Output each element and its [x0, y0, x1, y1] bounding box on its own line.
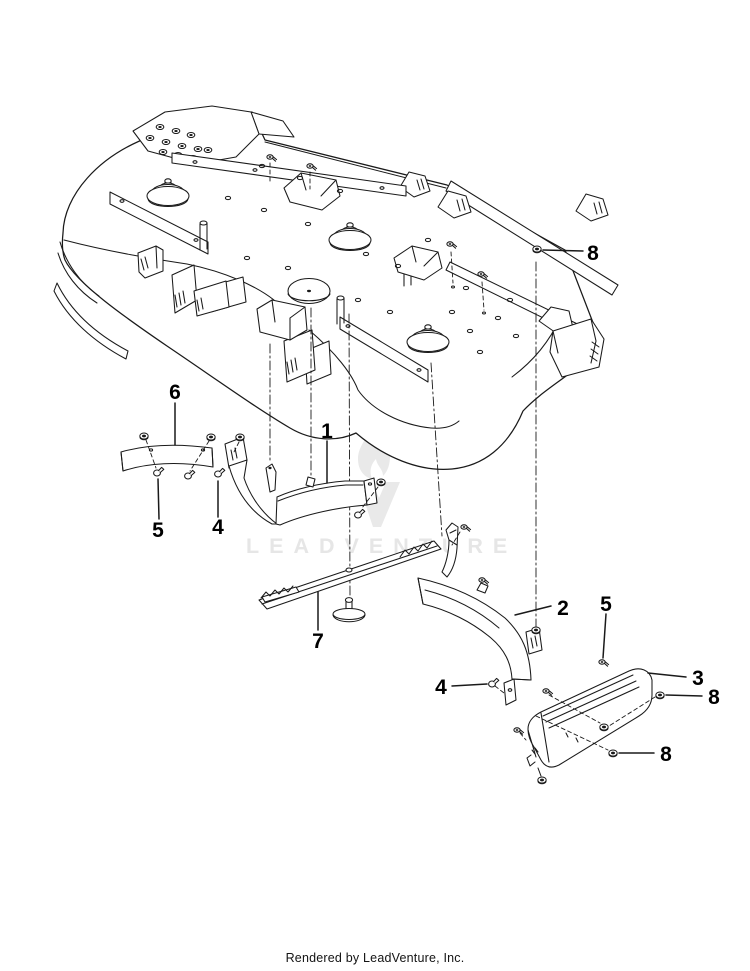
left-skirt-arc [59, 241, 100, 297]
deck-skirt-curve-left [63, 239, 275, 301]
spindle-pulley-right [406, 324, 450, 354]
exploded-parts [120, 432, 665, 785]
callout-4-bottom: 4 [435, 676, 488, 699]
deck-fasteners [266, 154, 542, 315]
hanger-bracket-icon [575, 193, 609, 222]
spindle-pulley-left [146, 178, 190, 208]
deck-hex-plate [132, 105, 295, 165]
carriage-bolt-icon [488, 677, 500, 688]
hex-plate-holes [145, 123, 213, 162]
callout-8-deck: 8 [542, 242, 599, 265]
spindle-pulley-center [328, 222, 372, 252]
flange-nut-icon [599, 723, 609, 732]
deck-holes [224, 163, 520, 355]
part-baffle-discharge [417, 522, 543, 706]
callout-7: 7 [312, 591, 324, 653]
flange-nut-icon [139, 432, 149, 441]
callout-label: 6 [169, 381, 181, 404]
callout-label: 4 [212, 516, 224, 539]
watermark-text: LEADVENTURE [246, 534, 517, 558]
discharge-chute [538, 306, 605, 378]
callout-label: 8 [587, 242, 599, 265]
mower-deck-assembly [53, 105, 619, 471]
flange-nut-icon [532, 245, 542, 254]
part-mower-blade [258, 540, 442, 623]
flange-nut-icon [608, 749, 618, 758]
flange-nut-icon [531, 626, 541, 635]
callout-1: 1 [321, 420, 333, 484]
callout-label: 5 [152, 519, 164, 542]
part-baffle-front [214, 433, 386, 526]
baffle-hook-bracket [441, 522, 472, 578]
carriage-bolt-icon [354, 508, 366, 519]
deck-bracket-right [393, 245, 443, 281]
callouts: 8 6 1 5 4 7 2 [152, 242, 720, 766]
callout-3: 3 [647, 667, 704, 690]
hanger-bracket-icon [399, 171, 431, 198]
carriage-bolt-icon [153, 466, 165, 477]
front-mount-box [256, 299, 308, 341]
footer-credit: Rendered by LeadVenture, Inc. [285, 951, 465, 965]
carriage-bolt-icon [214, 467, 226, 478]
blade-bolt [332, 597, 366, 623]
callout-label: 7 [312, 630, 324, 653]
callout-label: 8 [708, 686, 720, 709]
front-skirt-plates [137, 245, 332, 385]
idler-bracket [283, 172, 341, 211]
flange-nut-icon [655, 691, 665, 700]
left-skirt-arc2 [57, 252, 98, 304]
callout-label: 2 [557, 597, 569, 620]
flange-nut-icon [537, 776, 547, 785]
callout-4-left: 4 [212, 480, 224, 539]
rear-hanger-bar [399, 171, 619, 296]
callout-8-right: 8 [665, 686, 720, 709]
callout-5-right: 5 [600, 593, 612, 659]
callout-label: 1 [321, 420, 333, 443]
callout-8-bottom: 8 [618, 743, 672, 766]
callout-label: 5 [600, 593, 612, 616]
deck-cover-disc [287, 277, 331, 305]
callout-label: 8 [660, 743, 672, 766]
callout-6: 6 [169, 381, 181, 446]
callout-label: 4 [435, 676, 447, 699]
callout-label: 3 [692, 667, 704, 690]
hanger-bracket-icon [437, 190, 472, 219]
part-mulch-cover [513, 659, 665, 785]
part-baffle-strip-left [120, 432, 216, 480]
left-wear-strip [53, 282, 129, 360]
deck-skirt-curve-right [308, 329, 460, 429]
callout-5-left: 5 [152, 478, 164, 542]
projection-lines [269, 261, 537, 629]
flange-nut-icon [206, 433, 216, 442]
flange-nut-icon [376, 478, 386, 487]
callout-2: 2 [514, 597, 569, 620]
flange-nut-icon [235, 433, 245, 442]
carriage-bolt-icon [184, 469, 196, 480]
